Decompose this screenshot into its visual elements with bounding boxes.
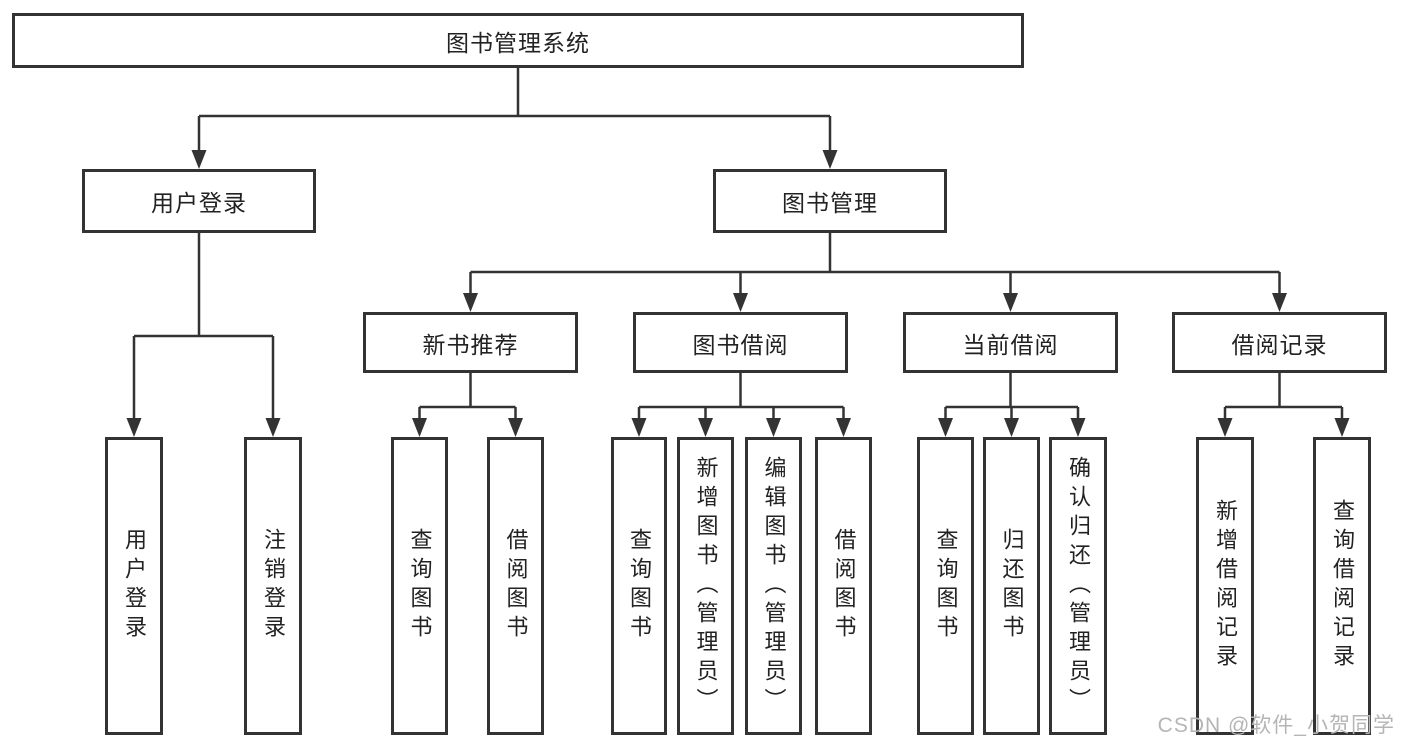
- leaf-borrow-edit-books-label: 编辑图书（管理员）: [761, 455, 787, 717]
- leaf-records-query-record-label: 查询借阅记录: [1330, 499, 1355, 673]
- watermark-text: CSDN @软件_小贺同学: [1157, 714, 1395, 737]
- leaf-current-confirm-return: 确认归还（管理员）: [1049, 437, 1107, 735]
- leaf-rec-query-books: 查询图书: [391, 437, 448, 735]
- node-borrow-records: 借阅记录: [1172, 312, 1387, 373]
- node-current-borrow: 当前借阅: [903, 312, 1118, 373]
- node-user-login-label: 用户登录: [151, 190, 247, 216]
- leaf-current-query-books: 查询图书: [917, 437, 974, 735]
- node-book-management-label: 图书管理: [782, 190, 878, 216]
- node-root: 图书管理系统: [12, 13, 1024, 68]
- node-borrow-records-label: 借阅记录: [1231, 331, 1328, 358]
- leaf-current-query-books-label: 查询图书: [933, 528, 959, 644]
- leaf-borrow-query-books-label: 查询图书: [627, 528, 652, 644]
- leaf-borrow-query-books: 查询图书: [611, 437, 667, 735]
- node-new-book-recommend: 新书推荐: [363, 312, 578, 373]
- leaf-rec-borrow-books-label: 借阅图书: [503, 528, 529, 644]
- leaf-current-return-books-label: 归还图书: [999, 528, 1025, 644]
- leaf-current-confirm-return-label: 确认归还（管理员）: [1066, 455, 1091, 717]
- leaf-records-add-record: 新增借阅记录: [1196, 437, 1254, 735]
- leaf-rec-borrow-books: 借阅图书: [487, 437, 544, 735]
- leaf-current-return-books: 归还图书: [983, 437, 1040, 735]
- leaf-borrow-add-books: 新增图书（管理员）: [677, 437, 734, 735]
- node-root-label: 图书管理系统: [446, 29, 590, 56]
- leaf-user-login-label: 用户登录: [122, 528, 147, 644]
- leaf-borrow-borrow-books: 借阅图书: [815, 437, 872, 735]
- node-new-book-recommend-label: 新书推荐: [422, 331, 519, 358]
- leaf-records-query-record: 查询借阅记录: [1313, 437, 1371, 735]
- leaf-rec-query-books-label: 查询图书: [407, 528, 433, 644]
- arrowheads: [126, 150, 1350, 437]
- leaf-logout: 注销登录: [244, 437, 302, 735]
- node-book-borrow-label: 图书借阅: [692, 331, 789, 358]
- leaf-logout-label: 注销登录: [261, 528, 286, 644]
- node-book-borrow: 图书借阅: [633, 312, 848, 373]
- node-user-login: 用户登录: [82, 169, 316, 233]
- leaf-borrow-add-books-label: 新增图书（管理员）: [693, 455, 719, 717]
- leaf-records-add-record-label: 新增借阅记录: [1213, 499, 1238, 673]
- leaf-user-login: 用户登录: [105, 437, 163, 735]
- node-current-borrow-label: 当前借阅: [962, 331, 1059, 358]
- leaf-borrow-edit-books: 编辑图书（管理员）: [745, 437, 802, 735]
- leaf-borrow-borrow-books-label: 借阅图书: [831, 528, 857, 644]
- node-book-management: 图书管理: [713, 169, 947, 233]
